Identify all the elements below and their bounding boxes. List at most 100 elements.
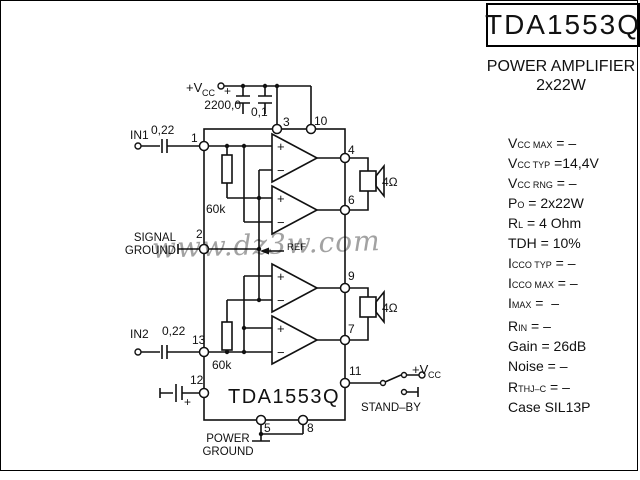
power-ground-label-1: POWER: [206, 433, 249, 445]
wire-in1: [141, 139, 272, 153]
spec-line: ICCO MAX = –: [508, 275, 578, 291]
wire-pin12-cap: [159, 384, 204, 402]
resistor-60k-1: [221, 154, 233, 184]
power-ground-label-2: GROUND: [202, 446, 253, 458]
cap-in2-value: 0,22: [162, 324, 186, 338]
opamp-1: [271, 132, 319, 184]
cap-in1-value: 0,22: [151, 123, 175, 137]
speaker-2-icon: [359, 296, 377, 318]
wire-outputs: [317, 157, 345, 341]
spec-group-input: RIN = – Gain = 26dB Noise = –: [508, 317, 638, 377]
cap-main-value: 2200,0: [204, 98, 241, 112]
spec-line: VCC RNG = –: [508, 175, 577, 191]
pin-9: [339, 282, 351, 294]
standby-label: STAND–BY: [361, 402, 421, 414]
wire-in2: [141, 345, 272, 359]
switch-throw-down: [400, 388, 408, 396]
spec-line: RTHJ–C = –: [508, 379, 570, 395]
svg-text:+: +: [277, 269, 285, 284]
pin-12: [198, 387, 210, 399]
spec-group-vcc: VCC MAX = – VCC TYP =14,4V VCC RNG = –: [508, 134, 638, 194]
pin-7-label: 7: [348, 322, 355, 336]
subtitle-line2: 2x22W: [536, 77, 586, 94]
pin-1-label: 1: [191, 131, 198, 145]
switch-pole: [379, 379, 387, 387]
pin-10-label: 10: [314, 114, 328, 128]
speaker-1-icon: [359, 170, 377, 192]
ref-arrowhead: [260, 247, 269, 255]
pin-1: [198, 140, 210, 152]
pin-6: [339, 204, 351, 216]
pin-3-label: 3: [283, 115, 290, 129]
cap-decouple-value: 0,1: [251, 105, 268, 119]
in2-label: IN2: [130, 327, 149, 341]
in1-terminal: [134, 142, 142, 150]
opamp-2: [271, 184, 319, 236]
svg-text:−: −: [277, 293, 285, 308]
svg-text:−: −: [277, 215, 285, 230]
spec-line: IMAX = –: [508, 295, 560, 311]
part-number-box: TDA1553Q: [484, 3, 640, 47]
spec-line: RIN = –: [508, 318, 551, 334]
pin-13-label: 13: [192, 333, 206, 347]
spec-line: TDH = 10%: [508, 235, 581, 251]
spec-group-thermal: RTHJ–C = – Case SIL13P: [508, 378, 638, 418]
pin-11: [339, 377, 351, 389]
pin-9-label: 9: [348, 269, 355, 283]
image-border: [0, 0, 638, 471]
wire-speaker-2: [345, 287, 369, 341]
signal-ground-label-1: SIGNAL: [134, 232, 177, 244]
pin-13: [198, 346, 210, 358]
wire-ch1: [177, 146, 272, 300]
spec-group-output: PO = 2x22W RL = 4 Ohm TDH = 10%: [508, 194, 638, 254]
speaker-2-impedance: 4Ω: [382, 301, 398, 315]
pin-12-label: 12: [190, 373, 204, 387]
part-number: TDA1553Q: [484, 9, 640, 40]
pin-6-label: 6: [348, 193, 355, 207]
svg-text:+: +: [277, 139, 285, 154]
svg-text:−: −: [277, 163, 285, 178]
speaker-1-cone: [375, 163, 385, 199]
ref-label: REF: [287, 242, 306, 253]
standby-vcc-terminal: [418, 371, 426, 379]
pin-5-label: 5: [264, 421, 271, 435]
standby-vcc-label: +V: [412, 362, 429, 377]
terminals: [134, 82, 426, 396]
junction-dots: [224, 83, 280, 437]
spec-line: VCC MAX = –: [508, 135, 577, 151]
switch-throw-up: [400, 371, 408, 379]
spec-line: Gain = 26dB: [508, 338, 587, 354]
pin-10: [305, 123, 317, 135]
svg-text:+: +: [277, 191, 285, 206]
pin-5: [255, 414, 267, 426]
speaker-2-cone: [375, 289, 385, 325]
standby-vcc-label-sub: CC: [428, 370, 441, 380]
wire-standby: [345, 374, 419, 397]
cap-main-plus: +: [224, 84, 231, 98]
r1-label: 60k: [206, 202, 226, 216]
in2-terminal: [134, 348, 142, 356]
opamp-signs: + − + − + − + −: [277, 139, 285, 360]
wire-ch2: [226, 275, 272, 352]
opamp-3: [271, 262, 319, 314]
spec-line: Noise = –: [508, 358, 568, 374]
vcc-terminal: [217, 82, 225, 90]
svg-text:+: +: [277, 321, 285, 336]
spec-line: Case SIL13P: [508, 399, 591, 415]
chip-label: TDA1553Q: [228, 386, 340, 408]
spec-group-current: ICCO TYP = – ICCO MAX = – IMAX = –: [508, 254, 638, 314]
svg-text:−: −: [277, 345, 285, 360]
opamp-4: [271, 314, 319, 366]
speaker-1-impedance: 4Ω: [382, 175, 398, 189]
vcc-label: +V: [186, 80, 203, 95]
vcc-label-sub: CC: [202, 88, 215, 98]
ic-pins: [198, 123, 351, 426]
spec-line: ICCO TYP = –: [508, 255, 576, 271]
cap12-plus: +: [184, 395, 191, 409]
pin-2-label: 2: [196, 227, 203, 241]
pin-4-label: 4: [348, 143, 355, 157]
spec-line: RL = 4 Ohm: [508, 215, 582, 231]
resistor-60k-2: [221, 321, 233, 351]
wire-vcc-rail: [224, 85, 312, 129]
pin-8-label: 8: [307, 421, 314, 435]
